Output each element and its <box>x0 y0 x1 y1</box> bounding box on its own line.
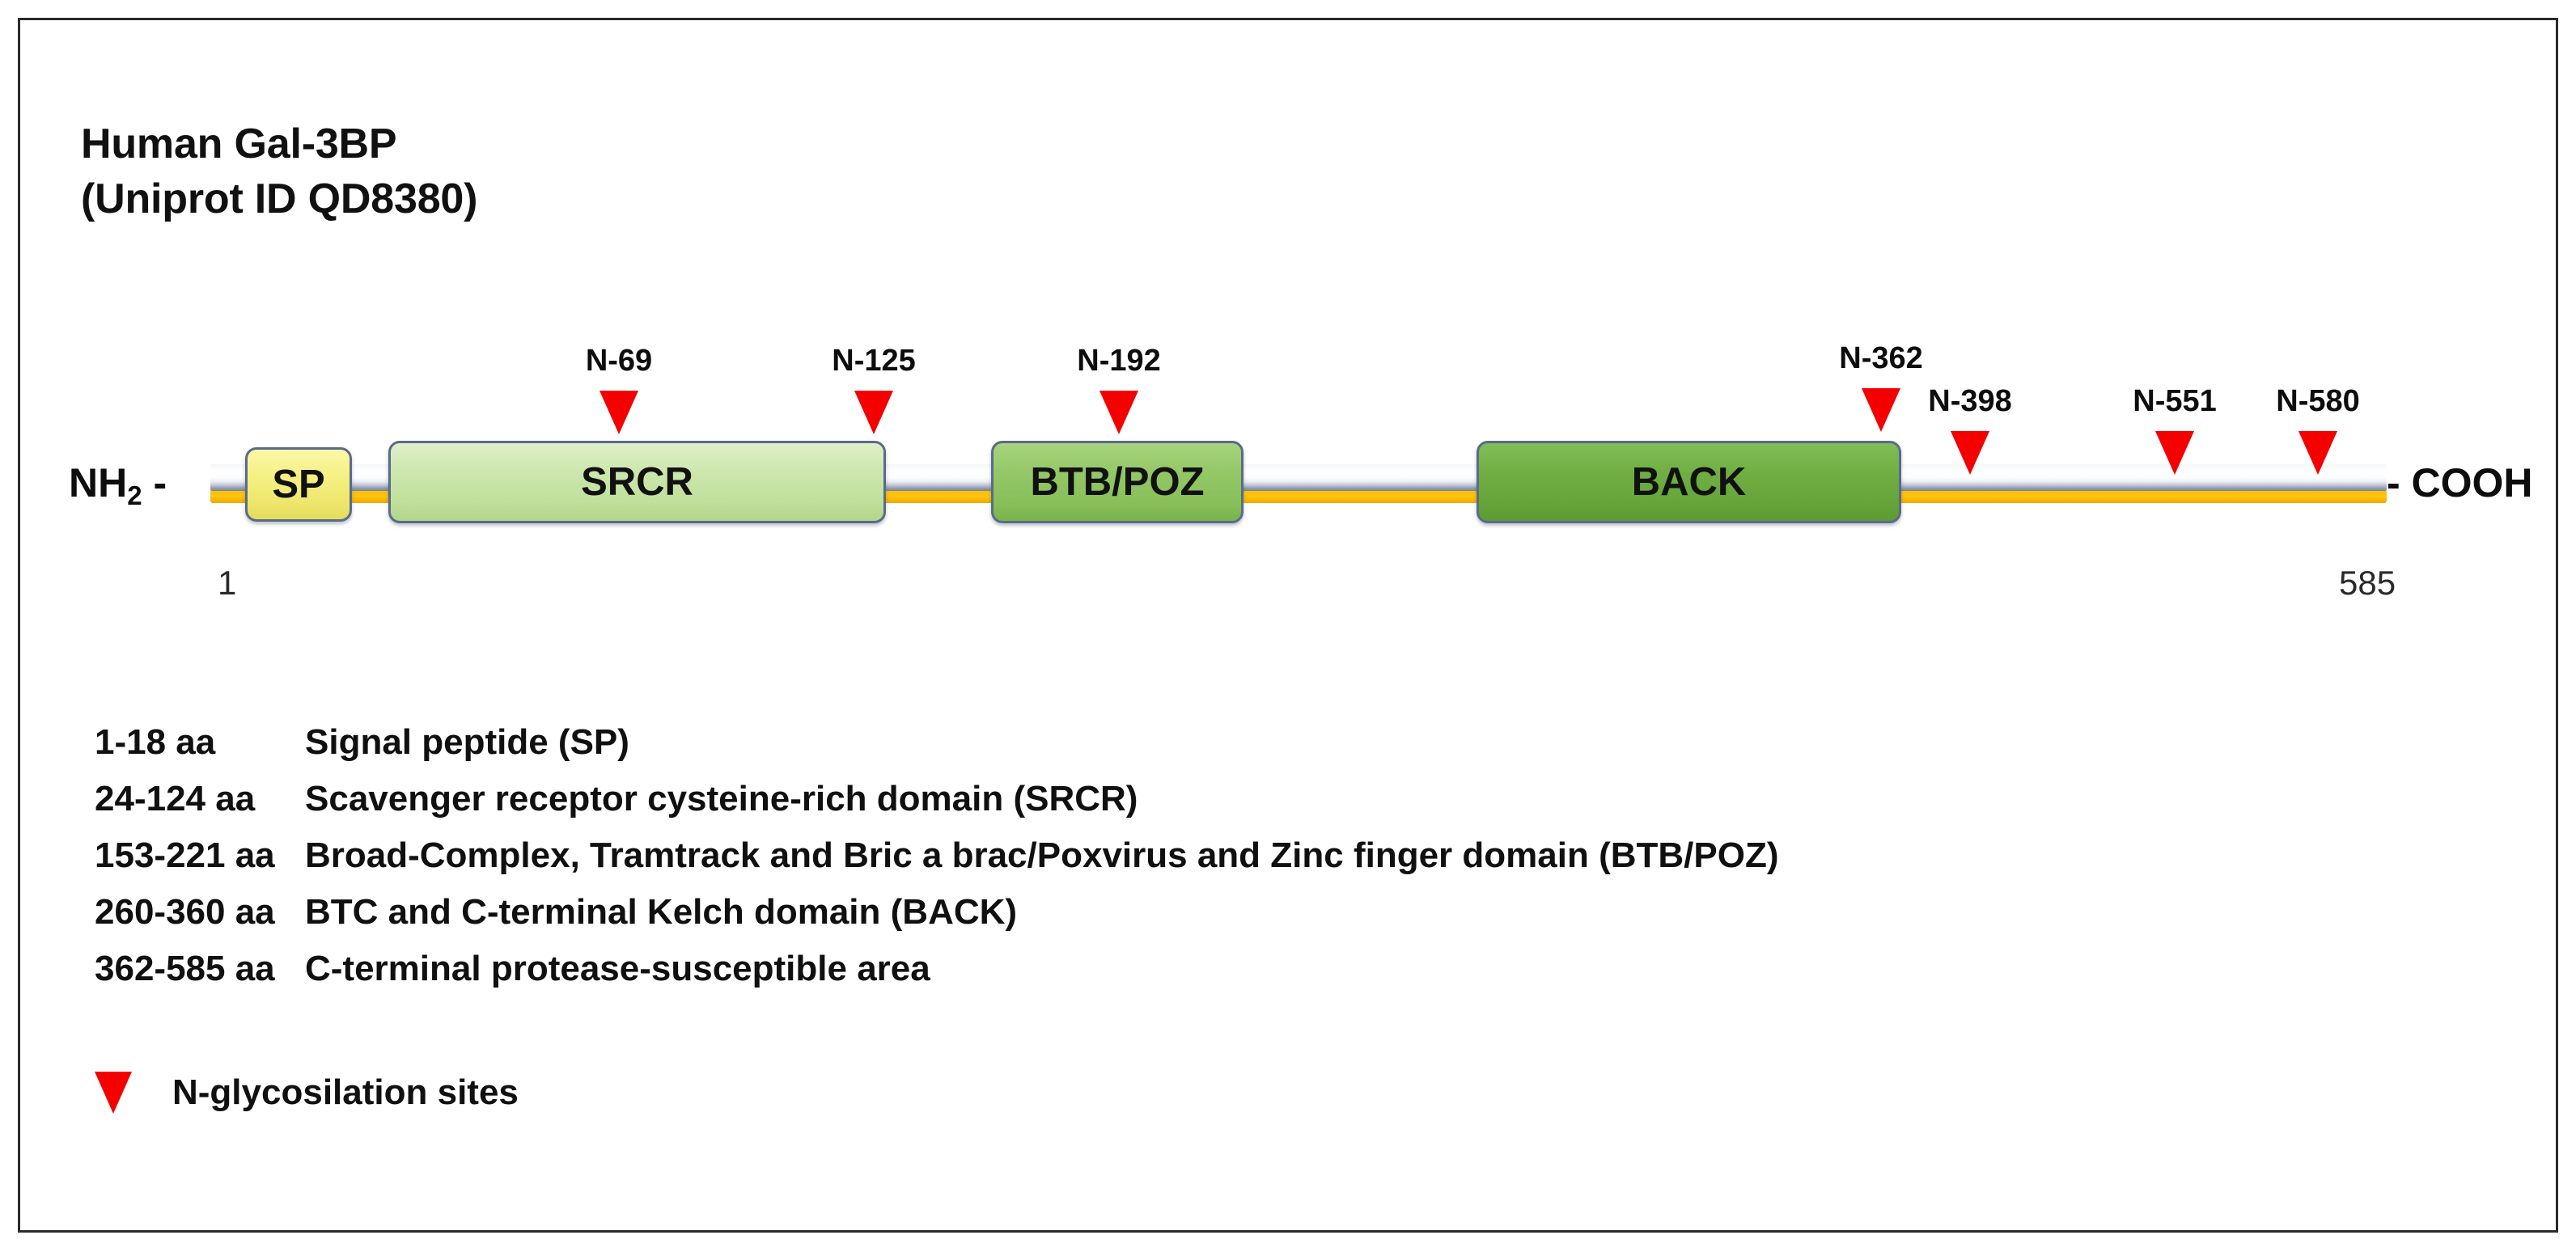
legend-range: 24-124 aa <box>95 779 256 818</box>
legend-description: Signal peptide (SP) <box>305 722 629 762</box>
n-terminus-subscript: 2 <box>127 480 142 510</box>
legend-row: 24-124 aa Scavenger receptor cysteine-ri… <box>95 779 2522 835</box>
c-terminus-label: - COOH <box>2387 460 2533 505</box>
glycosilation-legend: N-glycosilation sites <box>95 1072 519 1114</box>
legend-row: 260-360 aa BTC and C-terminal Kelch doma… <box>95 892 2522 949</box>
n-terminus-dash: - <box>142 460 167 505</box>
glyco-label-n580: N-580 <box>2276 384 2360 418</box>
domain-box-btb-poz[interactable]: BTB/POZ <box>991 441 1244 523</box>
title-line-protein: Human Gal-3BP <box>81 121 397 167</box>
legend-row: 153-221 aa Broad-Complex, Tramtrack and … <box>95 835 2522 892</box>
glycosilation-legend-label: N-glycosilation sites <box>172 1072 519 1112</box>
glyco-label-n125: N-125 <box>832 344 916 378</box>
title-line-uniprot: (Uniprot ID QD8380) <box>81 175 478 222</box>
legend-description: Scavenger receptor cysteine-rich domain … <box>305 779 1138 818</box>
domain-legend: 1-18 aa Signal peptide (SP) 24-124 aa Sc… <box>95 722 2522 1005</box>
start-position-label: 1 <box>218 564 237 602</box>
glyco-triangle-icon <box>1951 431 1989 475</box>
legend-range: 1-18 aa <box>95 722 216 762</box>
n-terminus-text: NH <box>69 460 128 505</box>
legend-range: 153-221 aa <box>95 835 275 875</box>
legend-row: 362-585 aa C-terminal protease-susceptib… <box>95 949 2522 1005</box>
legend-description: BTC and C-terminal Kelch domain (BACK) <box>305 892 1018 932</box>
legend-description: Broad-Complex, Tramtrack and Bric a brac… <box>305 835 1779 875</box>
glyco-label-n192: N-192 <box>1077 344 1161 378</box>
domain-box-back[interactable]: BACK <box>1477 441 1901 523</box>
glyco-triangle-icon <box>1099 391 1138 434</box>
glyco-triangle-icon <box>854 391 893 434</box>
glyco-triangle-icon <box>2298 431 2337 475</box>
n-terminus-label: NH2 - <box>69 459 167 510</box>
glyco-label-n551: N-551 <box>2133 384 2217 418</box>
glyco-label-n398: N-398 <box>1928 384 2012 418</box>
legend-description: C-terminal protease-susceptible area <box>305 949 930 988</box>
glyco-label-n362: N-362 <box>1839 341 1923 375</box>
glyco-triangle-icon <box>2155 431 2194 475</box>
legend-row: 1-18 aa Signal peptide (SP) <box>95 722 2522 779</box>
legend-range: 362-585 aa <box>95 949 275 988</box>
domain-box-sp[interactable]: SP <box>245 447 352 522</box>
glyco-triangle-icon <box>600 391 638 434</box>
end-position-label: 585 <box>2339 564 2396 602</box>
glyco-triangle-icon <box>95 1072 132 1114</box>
legend-range: 260-360 aa <box>95 892 275 932</box>
figure-frame: Human Gal-3BP (Uniprot ID QD8380) NH2 - … <box>18 18 2558 1233</box>
glyco-triangle-icon <box>1862 388 1900 432</box>
domain-box-srcr[interactable]: SRCR <box>388 441 886 523</box>
page-title: Human Gal-3BP (Uniprot ID QD8380) <box>81 117 477 226</box>
glyco-label-n69: N-69 <box>585 344 653 378</box>
